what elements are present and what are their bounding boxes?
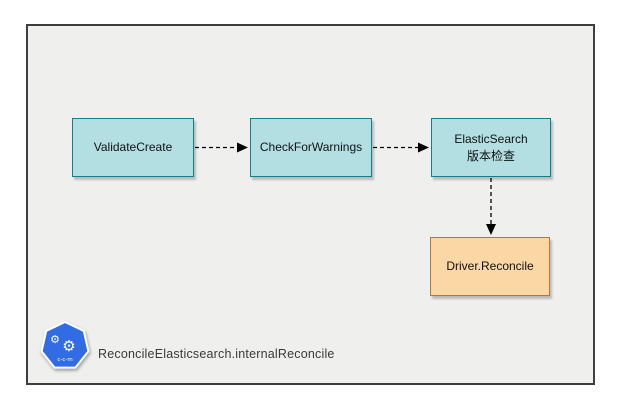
node-check-for-warnings: CheckForWarnings bbox=[250, 118, 372, 177]
arrowhead-right-icon bbox=[418, 142, 429, 153]
gear-icon: ⚙ bbox=[62, 337, 75, 355]
diagram-canvas: ValidateCreate CheckForWarnings ElasticS… bbox=[26, 24, 595, 385]
kubernetes-heptagon-icon: ⚙ ⚙ c-c-m bbox=[40, 320, 90, 369]
node-validate-create: ValidateCreate bbox=[72, 118, 194, 177]
node-label: CheckForWarnings bbox=[259, 140, 363, 155]
node-label: ElasticSearch bbox=[454, 132, 528, 147]
node-label: ValidateCreate bbox=[93, 140, 173, 155]
logo-label: c-c-m bbox=[57, 357, 72, 363]
diagram-connectors bbox=[195, 142, 496, 235]
edge-es-to-driver bbox=[486, 178, 496, 235]
node-driver-reconcile: Driver.Reconcile bbox=[430, 237, 550, 296]
heptagon-shape bbox=[40, 320, 90, 369]
kubernetes-logo: ⚙ ⚙ c-c-m bbox=[39, 319, 91, 375]
edge-validate-to-warnings bbox=[195, 142, 248, 153]
gear-icon: ⚙ bbox=[50, 333, 60, 346]
diagram-caption: ReconcileElasticsearch.internalReconcile bbox=[98, 347, 335, 361]
edge-warnings-to-es bbox=[373, 142, 429, 153]
arrowhead-down-icon bbox=[486, 224, 496, 235]
node-elasticsearch-version-check: ElasticSearch 版本检查 bbox=[431, 118, 551, 177]
arrowhead-right-icon bbox=[237, 142, 248, 153]
node-label: Driver.Reconcile bbox=[446, 259, 534, 274]
node-label-zh: 版本检查 bbox=[466, 148, 515, 163]
